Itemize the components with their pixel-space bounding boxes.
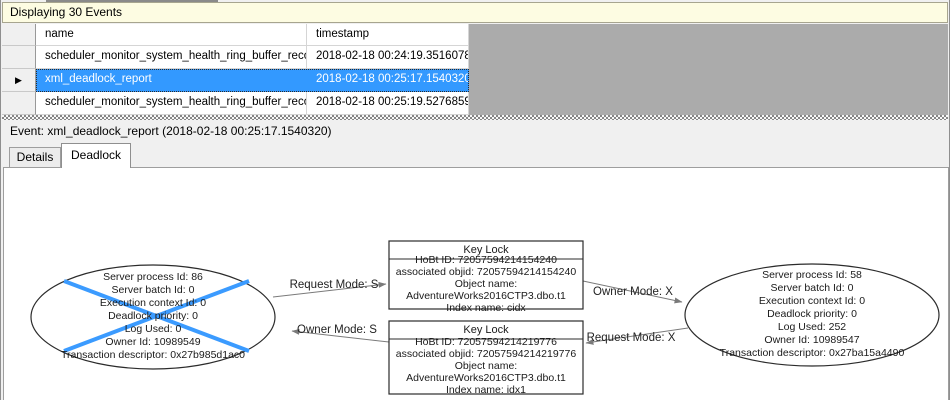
deadlock-graph-pane: Server process Id: 86 Server batch Id: 0… [3, 167, 949, 400]
cell-timestamp[interactable]: 2018-02-18 00:25:17.1540320 [307, 69, 469, 92]
cell-name[interactable]: scheduler_monitor_system_health_ring_buf… [36, 46, 307, 69]
table-row[interactable]: scheduler_monitor_system_health_ring_buf… [2, 46, 469, 69]
cell-timestamp[interactable]: 2018-02-18 00:25:19.5276859 [307, 92, 469, 115]
victim-cross-icon [63, 279, 250, 353]
table-row-selected[interactable]: ▶ xml_deadlock_report 2018-02-18 00:25:1… [2, 69, 469, 92]
events-grid: name timestamp scheduler_monitor_system_… [2, 24, 948, 115]
event-title-bar: Event: xml_deadlock_report (2018-02-18 0… [2, 120, 948, 142]
row-gutter[interactable] [2, 92, 36, 115]
event-title-text: Event: xml_deadlock_report (2018-02-18 0… [10, 124, 332, 138]
cell-name[interactable]: xml_deadlock_report [36, 69, 307, 92]
tab-deadlock[interactable]: Deadlock [61, 143, 131, 168]
deadlock-graph-canvas [30, 240, 940, 395]
grid-header-corner[interactable] [2, 24, 36, 46]
edge-label-request-s: Request Mode: S [289, 279, 379, 291]
toolbar-edge-artifact [46, 0, 218, 2]
edge-owner-s [291, 328, 390, 343]
cell-name[interactable]: scheduler_monitor_system_health_ring_buf… [36, 92, 307, 115]
row-gutter[interactable]: ▶ [2, 69, 36, 92]
edge-request-s [272, 281, 387, 298]
events-count-text: Displaying 30 Events [10, 5, 123, 19]
grid-details-splitter[interactable] [2, 115, 948, 120]
edge-request-x [585, 327, 689, 345]
grid-header-row: name timestamp [2, 24, 469, 46]
survivor-process-node [684, 263, 940, 367]
edge-label-owner-s: Owner Mode: S [297, 324, 377, 336]
cell-timestamp[interactable]: 2018-02-18 00:24:19.3516078 [307, 46, 469, 69]
current-row-indicator-icon: ▶ [15, 75, 22, 85]
events-count-info-bar: Displaying 30 Events [2, 2, 948, 23]
edge-label-owner-x: Owner Mode: X [593, 286, 673, 298]
column-header-timestamp[interactable]: timestamp [307, 24, 469, 46]
row-gutter[interactable] [2, 46, 36, 69]
edge-label-request-x: Request Mode: X [586, 332, 676, 344]
tab-details[interactable]: Details [9, 147, 61, 167]
key-lock-2-box [388, 320, 584, 395]
edge-owner-x [582, 280, 683, 304]
key-lock-1-box [388, 240, 584, 310]
column-header-name[interactable]: name [36, 24, 307, 46]
table-row[interactable]: scheduler_monitor_system_health_ring_buf… [2, 92, 469, 115]
